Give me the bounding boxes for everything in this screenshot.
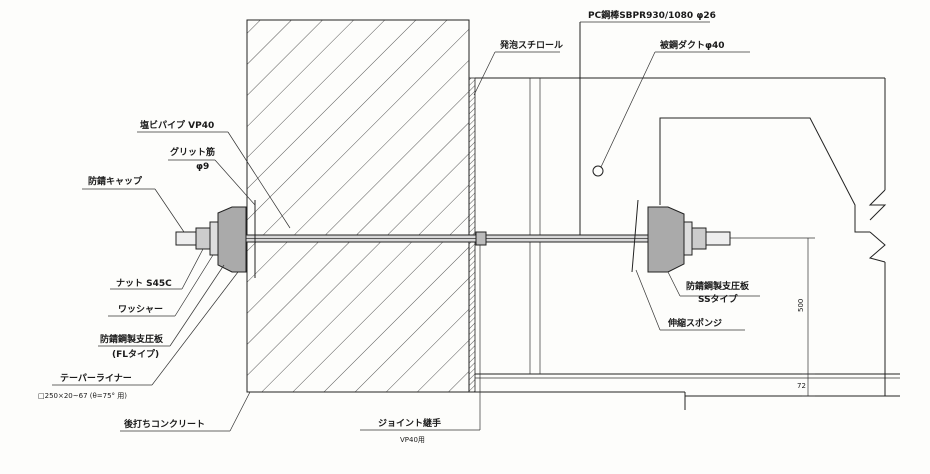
right-nut <box>691 227 707 250</box>
sheath-duct-symbol <box>592 165 604 177</box>
break-mark-upper <box>868 189 887 221</box>
leader-plate-ss <box>667 271 681 297</box>
label-grit-dia: φ9 <box>196 162 209 172</box>
leader-pvc <box>227 131 291 229</box>
leader-sheath <box>600 51 656 168</box>
leader-sponge <box>635 269 661 331</box>
left-bearing-plate <box>217 206 247 273</box>
label-foam: 発泡スチロール <box>499 39 563 51</box>
left-washer <box>209 221 219 256</box>
opening-outline <box>659 117 870 233</box>
label-grit-bar: グリット筋 <box>170 146 215 158</box>
left-cap <box>175 231 197 246</box>
leader-cap <box>154 188 185 233</box>
concrete-wall-hatched <box>246 19 470 393</box>
right-bearing-plate <box>647 206 685 273</box>
label-plate-ss-type: SSタイプ <box>698 293 739 305</box>
label-concrete: 後打ちコンクリート <box>124 418 205 430</box>
label-nut: ナット S45C <box>116 278 172 289</box>
joint-coupler <box>475 231 487 246</box>
leader-nut <box>181 248 204 290</box>
leader-washer <box>174 254 214 317</box>
left-nut <box>195 227 211 250</box>
label-taper: テーパーライナー <box>60 372 132 384</box>
label-plate-fl: 防錆鋼製支圧板 <box>100 333 164 345</box>
right-washer <box>683 221 693 256</box>
right-sponge-line <box>631 199 639 273</box>
label-pc-steel: PC鋼棒SBPR930/1080 φ26 <box>588 9 716 21</box>
label-joint: ジョイント継手 <box>378 417 441 429</box>
label-sponge: 伸縮スポンジ <box>667 317 722 329</box>
leader-grit <box>214 159 256 206</box>
right-cap <box>705 231 731 246</box>
label-sheath: 被鋼ダクトφ40 <box>660 39 725 51</box>
label-cap: 防錆キャップ <box>88 175 143 187</box>
leader-plate-fl <box>169 264 225 347</box>
label-plate-ss: 防錆鋼製支圧板 <box>686 280 750 292</box>
label-washer: ワッシャー <box>118 304 163 315</box>
label-joint-spec: VP40用 <box>400 436 425 444</box>
dim-72-label: 72 <box>797 382 806 390</box>
leader-concrete <box>229 391 251 432</box>
leader-foam <box>473 51 496 96</box>
label-taper-spec: □250×20~67 (θ=75° 用) <box>38 392 127 400</box>
label-pvc-pipe: 塩ビパイプ VP40 <box>140 119 214 131</box>
dim-500-label: 500 <box>797 299 805 312</box>
label-plate-fl-type: (FLタイプ) <box>112 348 159 360</box>
break-mark-lower <box>868 231 886 263</box>
leader-taper <box>151 271 239 386</box>
